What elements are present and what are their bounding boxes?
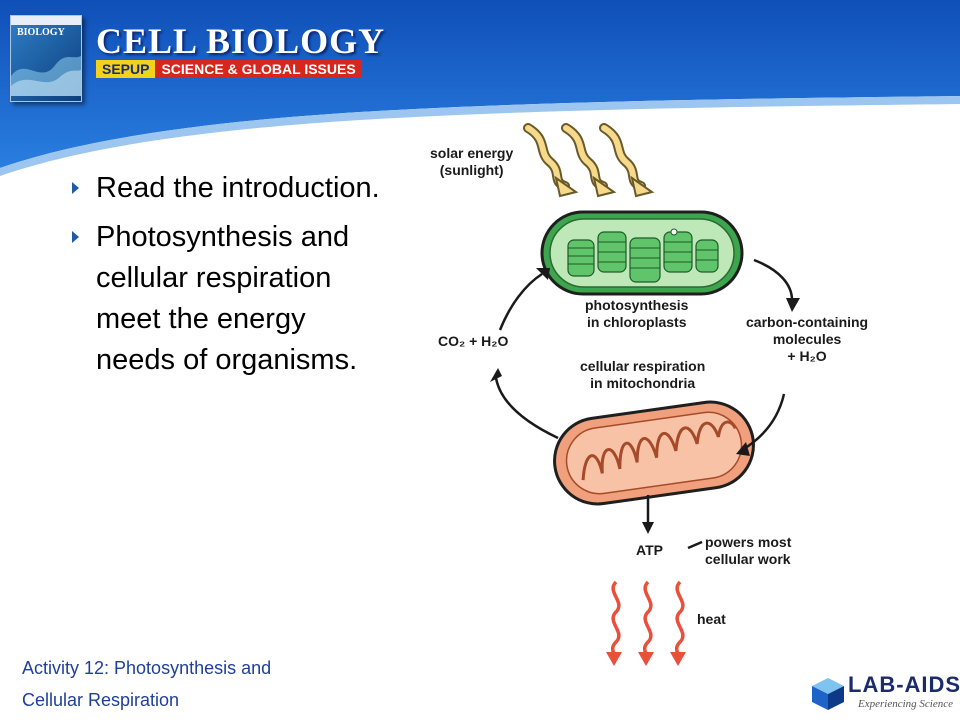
cycle-arrows [494, 258, 794, 452]
heat-arrowheads [606, 652, 686, 666]
lab-aids-tagline: Experiencing Science [858, 698, 953, 710]
atp-label: ATP [636, 542, 663, 558]
powers-line2: cellular work [705, 551, 791, 567]
energy-cycle-diagram [490, 123, 800, 666]
bullet-item: Read the introduction. [72, 168, 382, 209]
carbon-line3: + H₂O [787, 348, 827, 364]
co2-h2o-label: CO₂ + H₂O [438, 333, 509, 349]
science-global-issues-label: SCIENCE & GLOBAL ISSUES [155, 60, 362, 78]
bullet-arrow-icon [72, 182, 79, 194]
footer-activity-line2: Cellular Respiration [22, 690, 180, 710]
cycle-arrowheads [490, 268, 800, 456]
powers-work-label: powers most cellular work [705, 534, 791, 568]
brand-bar: SEPUP SCIENCE & GLOBAL ISSUES [96, 60, 362, 78]
bullet-text: Read the introduction. [96, 172, 380, 204]
cube-logo-icon [812, 678, 844, 710]
book-title: BIOLOGY [17, 27, 65, 38]
footer-activity-line1: Activity 12: Photosynthesis and [22, 658, 272, 678]
bullet-item: Photosynthesis and cellular respiration … [72, 217, 382, 381]
heat-label: heat [697, 611, 726, 627]
bullet-arrow-icon [72, 231, 79, 243]
mitochondria-graphic [553, 400, 755, 506]
respiration-line1: cellular respiration [580, 358, 706, 374]
lab-aids-name: LAB-AIDS [848, 672, 960, 697]
book-strip [11, 16, 81, 25]
sepup-label: SEPUP [96, 60, 156, 78]
powers-line1: powers most [705, 534, 792, 550]
heat-arrows [610, 580, 685, 657]
page-title: CELL BIOLOGY [96, 21, 386, 61]
photosynthesis-line1: photosynthesis [585, 297, 689, 313]
chloroplast-graphic [540, 210, 744, 296]
bullet-list: Read the introduction. Photosynthesis an… [72, 168, 382, 389]
photosynthesis-line2: in chloroplasts [586, 314, 687, 330]
bullet-text: Photosynthesis and cellular respiration … [96, 221, 358, 376]
sunlight-rays [523, 123, 655, 198]
book-cover-image: BIOLOGY [10, 15, 82, 102]
carbon-line2: molecules [772, 331, 842, 347]
carbon-molecules-label: carbon-containing molecules + H₂O [746, 314, 868, 365]
book-wave-graphic [11, 56, 81, 96]
carbon-line1: carbon-containing [746, 314, 869, 330]
photosynthesis-label: photosynthesis in chloroplasts [585, 297, 688, 331]
lab-aids-logo: LAB-AIDS Experiencing Science [808, 668, 960, 716]
solar-label-line1: solar energy [430, 145, 514, 161]
respiration-line2: in mitochondria [590, 375, 696, 391]
solar-label-line2: (sunlight) [439, 162, 504, 178]
solar-energy-label: solar energy (sunlight) [430, 145, 513, 179]
respiration-label: cellular respiration in mitochondria [580, 358, 705, 392]
atp-arrow [642, 495, 703, 550]
